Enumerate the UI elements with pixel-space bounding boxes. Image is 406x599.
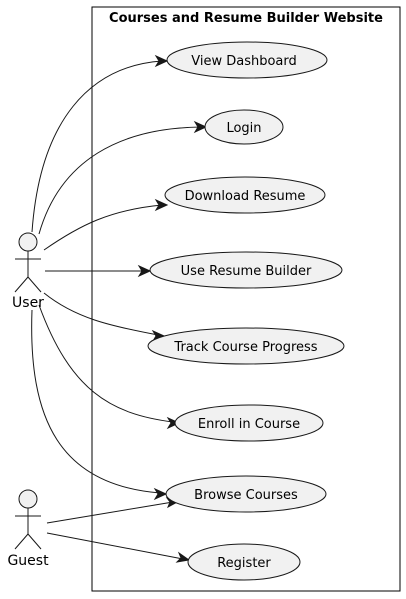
use-case-download-resume: Download Resume <box>164 176 326 214</box>
arrowhead-view-dashboard <box>154 54 169 68</box>
use-case-label: Register <box>217 556 271 571</box>
arrowhead-use-resume-builder <box>137 264 152 278</box>
arrowhead-register <box>175 551 191 563</box>
use-case-ellipse <box>147 327 345 365</box>
association-guest-browse-courses <box>46 501 174 524</box>
use-case-label: Enroll in Course <box>198 417 300 432</box>
actor-head <box>18 489 38 509</box>
association-user-enroll-in-course <box>38 304 174 423</box>
association-user-track-course-progress <box>43 292 159 336</box>
use-case-ellipse <box>164 176 326 214</box>
use-case-ellipse <box>149 251 343 289</box>
arrowhead-login <box>193 120 208 134</box>
actor-left-leg <box>14 276 29 293</box>
use-case-use-resume-builder: Use Resume Builder <box>149 251 343 289</box>
actor-left-leg <box>14 533 29 550</box>
use-case-label: Browse Courses <box>194 488 298 503</box>
arrowhead-download-resume <box>154 198 169 212</box>
actor-guest: Guest <box>7 489 49 569</box>
use-case-login: Login <box>204 109 284 145</box>
actor-user: User <box>12 232 44 311</box>
actor-label: User <box>12 295 44 311</box>
actor-label: Guest <box>7 553 49 569</box>
association-guest-register <box>46 532 184 560</box>
use-case-ellipse <box>204 109 284 145</box>
associations <box>31 54 208 563</box>
use-case-register: Register <box>187 543 301 581</box>
association-user-download-resume <box>43 204 163 251</box>
use-case-ellipse <box>174 404 324 442</box>
use-case-ellipse <box>165 475 327 513</box>
association-user-browse-courses <box>31 309 161 494</box>
use-case-view-dashboard: View Dashboard <box>166 41 328 79</box>
use-case-browse-courses: Browse Courses <box>165 475 327 513</box>
arrowhead-browse-courses-user <box>153 487 168 501</box>
arrowhead-enroll-in-course <box>166 416 181 430</box>
use-cases: View Dashboard Login Download Resume Use… <box>147 41 345 581</box>
use-case-label: View Dashboard <box>191 54 297 69</box>
use-case-track-course-progress: Track Course Progress <box>147 327 345 365</box>
association-user-view-dashboard <box>31 60 163 233</box>
use-case-label: Track Course Progress <box>173 340 317 355</box>
actor-head <box>18 232 38 252</box>
system-title: Courses and Resume Builder Website <box>109 11 383 26</box>
use-case-label: Use Resume Builder <box>181 264 312 279</box>
use-case-enroll-in-course: Enroll in Course <box>174 404 324 442</box>
use-case-label: Login <box>226 121 261 136</box>
use-case-label: Download Resume <box>185 189 306 204</box>
use-case-ellipse <box>166 41 328 79</box>
actor-right-leg <box>27 276 42 293</box>
actor-right-leg <box>27 533 42 550</box>
use-case-ellipse <box>187 543 301 581</box>
association-user-login <box>38 126 202 235</box>
